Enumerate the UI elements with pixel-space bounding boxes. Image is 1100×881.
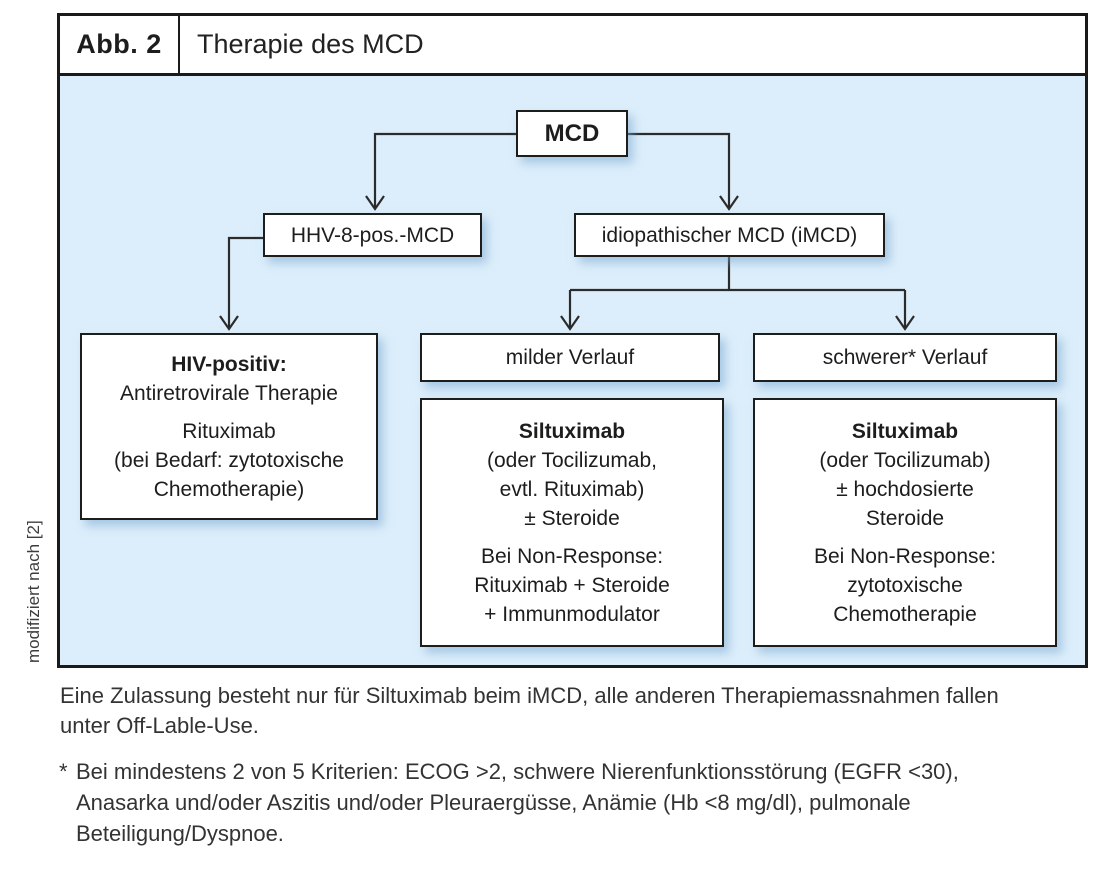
hiv-box-title: HIV-positiv: [171,352,287,376]
figure-label: Abb. 2 [60,16,180,73]
node-siltuximab-mild: Siltuximab (oder Tocilizumab, evtl. Ritu… [420,398,724,647]
mild-box-title: Siltuximab [518,419,626,443]
node-hhv8-mcd: HHV-8-pos.-MCD [263,213,482,257]
node-siltuximab-severe: Siltuximab (oder Tocilizumab) ± hochdosi… [753,398,1057,647]
footnote: * Bei mindestens 2 von 5 Kriterien: ECOG… [59,756,959,849]
node-imcd-label: idiopathischer MCD (iMCD) [601,223,858,247]
side-note-source: modifiziert nach [2] [24,520,43,663]
footnote-text: Bei mindestens 2 von 5 Kriterien: ECOG >… [76,759,959,846]
node-mcd-label: MCD [544,120,600,147]
mild-box-para1: (oder Tocilizumab, evtl. Rituximab) ± St… [486,448,658,530]
approval-note: Eine Zulassung besteht nur für Siltuxima… [60,683,999,738]
severe-box-title: Siltuximab [851,419,959,443]
mild-box-para2: Bei Non-Response: Rituximab + Steroide +… [474,544,670,626]
footnote-marker: * [59,759,68,784]
node-mcd: MCD [516,110,628,157]
node-milder-verlauf: milder Verlauf [420,333,720,382]
figure-header: Abb. 2 Therapie des MCD [60,16,1085,76]
figure-title: Therapie des MCD [197,29,424,59]
severe-box-para1: (oder Tocilizumab) ± hochdosierte Steroi… [819,448,991,530]
hiv-box-line1: Antiretrovirale Therapie [120,381,338,405]
hiv-box-para2: Rituximab (bei Bedarf: zytotoxische Chem… [114,419,344,501]
node-imcd: idiopathischer MCD (iMCD) [574,213,885,257]
node-schwerer-label: schwerer* Verlauf [822,346,988,369]
node-schwerer-verlauf: schwerer* Verlauf [753,333,1057,382]
node-milder-label: milder Verlauf [505,346,635,369]
severe-box-para2: Bei Non-Response: zytotoxische Chemother… [813,544,997,626]
node-hhv8-label: HHV-8-pos.-MCD [290,223,455,247]
node-hiv-positiv: HIV-positiv: Antiretrovirale Therapie Ri… [80,333,378,520]
